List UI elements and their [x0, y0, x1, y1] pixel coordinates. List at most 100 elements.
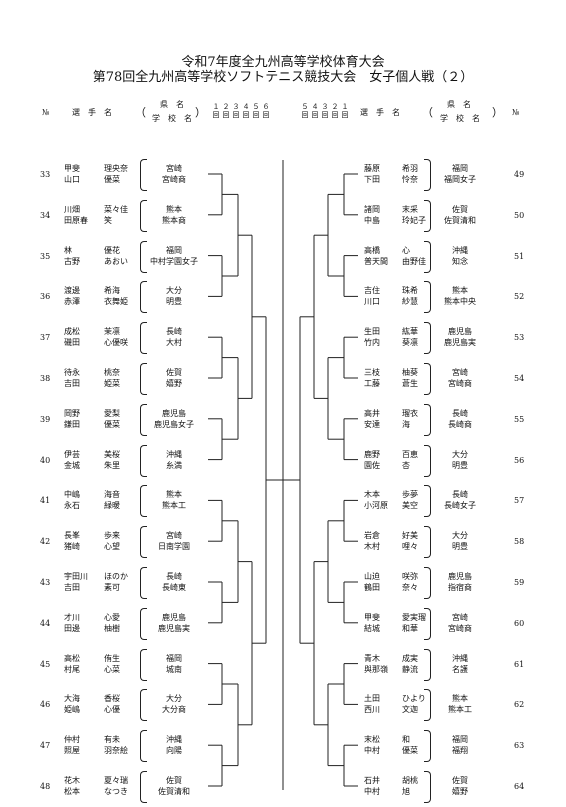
prefecture-name: 沖縄 — [166, 735, 182, 745]
school-name: 佐賀清和 — [444, 215, 476, 225]
player2-surname: 木村 — [364, 542, 380, 552]
entry-number: 54 — [514, 374, 525, 383]
player1-given: 菜々佳 — [104, 204, 128, 214]
player2-surname: 園佐 — [364, 460, 380, 470]
player2-given: 蒼生 — [402, 379, 418, 388]
round-label-char: 回 — [262, 111, 270, 119]
school-bracket — [424, 159, 431, 191]
player2-given: 笑 — [104, 215, 112, 225]
school-bracket — [140, 485, 147, 518]
player2-given: 衣舞姫 — [104, 297, 128, 307]
player1-surname: 仲村 — [64, 735, 80, 745]
school-name: 熊本商 — [162, 215, 186, 225]
player2-given: 海 — [402, 419, 410, 429]
player2-given: 優菜 — [104, 175, 120, 184]
entry-number: 49 — [514, 170, 525, 179]
player2-given: 静流 — [402, 664, 418, 674]
player2-surname: 古野 — [64, 256, 80, 266]
player1-surname: 中嶋 — [64, 490, 80, 500]
prefecture-name: 沖縄 — [452, 653, 468, 663]
round-label-char: 回 — [222, 111, 230, 119]
school-bracket — [140, 322, 147, 355]
school-name: 明豊 — [166, 297, 182, 307]
prefecture-name: 大分 — [166, 694, 182, 704]
entry-number: 33 — [40, 170, 51, 179]
player2-given: 文迦 — [402, 705, 418, 715]
school-bracket — [424, 485, 431, 518]
entry-number: 57 — [514, 496, 525, 506]
school-bracket — [424, 607, 431, 640]
entry-number: 44 — [40, 618, 51, 628]
prefecture-name: 沖縄 — [452, 245, 468, 255]
player1-given: 和 — [402, 735, 410, 745]
player2-surname: 山口 — [64, 175, 80, 184]
school-bracket — [424, 567, 431, 599]
player1-surname: 山迫 — [364, 572, 380, 581]
player1-surname: 高松 — [64, 653, 80, 663]
round-label-char: 回 — [252, 111, 260, 119]
entry-number: 61 — [514, 659, 525, 669]
player1-given: 百恵 — [402, 449, 418, 459]
prefecture-name: 福岡 — [166, 653, 182, 663]
player1-surname: 石井 — [364, 776, 380, 785]
player1-given: 好美 — [402, 531, 418, 541]
entry-number: 47 — [40, 741, 51, 751]
round-label-char: 回 — [341, 111, 349, 119]
school-bracket — [140, 281, 147, 314]
school-bracket — [424, 689, 431, 722]
player2-given: 心優 — [104, 705, 120, 715]
prefecture-name: 宮崎 — [452, 368, 468, 377]
school-name: 長崎東 — [162, 583, 186, 592]
player1-given: 珠希 — [402, 286, 418, 296]
entry-number: 43 — [40, 578, 51, 587]
prefecture-name: 宮崎 — [452, 612, 468, 622]
player1-given: ほのか — [104, 572, 128, 581]
player2-given: 由野佳 — [402, 256, 426, 266]
prefecture-name: 鹿児島 — [448, 327, 472, 337]
player1-given: 心 — [402, 245, 410, 255]
entry-number: 50 — [514, 210, 525, 220]
round-label-char: ４ — [242, 103, 250, 111]
player1-given: 侑生 — [104, 653, 120, 663]
player2-given: 奈々 — [402, 583, 418, 592]
school-bracket — [424, 240, 431, 273]
player2-given: 朱里 — [104, 460, 120, 470]
player1-surname: 末松 — [364, 735, 380, 745]
school-name: 明豊 — [452, 460, 468, 470]
school-bracket — [140, 567, 147, 599]
player1-surname: 高井 — [364, 408, 380, 418]
player1-given: 美桜 — [104, 449, 120, 459]
player1-surname: 渡邊 — [64, 286, 80, 296]
prefecture-name: 福岡 — [452, 164, 468, 173]
player1-given: 胡桃 — [402, 776, 418, 785]
entry-number: 52 — [514, 292, 525, 302]
player1-surname: 諸岡 — [364, 204, 380, 214]
player2-given: 哩々 — [402, 542, 418, 552]
school-bracket — [424, 363, 431, 395]
school-name: 宮崎商 — [448, 623, 472, 633]
player2-given: あおい — [104, 256, 128, 266]
player1-surname: 高橋 — [364, 245, 380, 255]
header-pref-left: 県 名 — [160, 100, 184, 109]
prefecture-name: 熊本 — [452, 694, 468, 704]
player1-surname: 三枝 — [364, 368, 380, 377]
entry-number: 51 — [514, 251, 525, 261]
player2-given: 緑暖 — [104, 501, 120, 511]
entry-number: 42 — [40, 537, 51, 547]
player2-given: 和華 — [402, 623, 418, 633]
prefecture-name: 鹿児島 — [448, 572, 472, 581]
player2-surname: 下田 — [364, 175, 380, 184]
